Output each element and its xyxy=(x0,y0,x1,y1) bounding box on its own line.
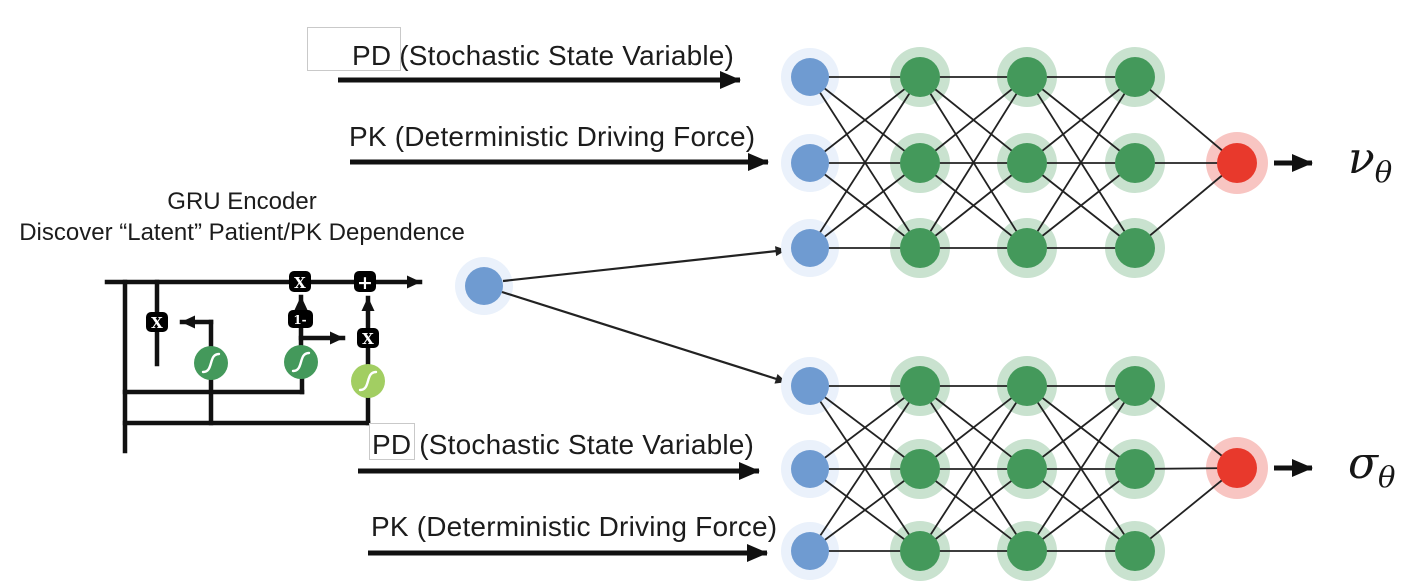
hidden-node xyxy=(900,449,940,489)
hidden-node xyxy=(1115,228,1155,268)
svg-text:X: X xyxy=(151,314,163,332)
hidden-node xyxy=(1115,57,1155,97)
sigmoid-activation-icon xyxy=(194,346,228,380)
latent-to-top-net-line xyxy=(502,246,787,283)
net-edge xyxy=(1134,467,1238,552)
net-edge xyxy=(919,385,1028,552)
input-node xyxy=(791,229,829,267)
net-edge xyxy=(1026,162,1136,249)
gru-latent-node xyxy=(455,257,513,315)
net-edge xyxy=(1026,76,1136,249)
pk-bottom-label: PK (Deterministic Driving Force) xyxy=(371,511,778,542)
net-edge xyxy=(919,76,1028,164)
svg-text:X: X xyxy=(362,330,374,348)
hidden-node xyxy=(1007,143,1047,183)
output-node xyxy=(1217,448,1257,488)
gru-add-gate-icon: + xyxy=(354,271,376,294)
net-edge xyxy=(1026,385,1136,552)
input-node xyxy=(791,532,829,570)
hidden-node xyxy=(900,531,940,571)
output-sigma-theta-label: σθ xyxy=(1348,438,1396,494)
network-top xyxy=(781,47,1268,278)
pd-bottom-label: PD (Stochastic State Variable) xyxy=(372,429,755,460)
hidden-node xyxy=(1115,366,1155,406)
node-cores xyxy=(791,366,1257,571)
net-edge xyxy=(919,385,1028,470)
input-node xyxy=(791,144,829,182)
gru-encoder-title: GRU Encoder Discover “Latent” Patient/PK… xyxy=(8,186,476,248)
net-edge xyxy=(919,76,1028,249)
gru-title-line1: GRU Encoder xyxy=(167,188,317,215)
tanh-activation-icon xyxy=(351,364,385,398)
hidden-node xyxy=(900,143,940,183)
input-node xyxy=(791,367,829,405)
gru-cell xyxy=(104,275,423,454)
net-edge xyxy=(809,385,921,470)
output-nu-theta-label: νθ xyxy=(1348,133,1393,189)
net-edge xyxy=(1134,385,1238,469)
hidden-node xyxy=(1007,531,1047,571)
hidden-node xyxy=(900,366,940,406)
gru-update-multiply-gate-icon: X xyxy=(289,271,311,292)
hidden-node xyxy=(1115,449,1155,489)
hidden-node xyxy=(900,57,940,97)
hidden-node xyxy=(900,228,940,268)
latent-to-bottom-net-line xyxy=(501,290,787,384)
sigmoid-activation-icon xyxy=(284,345,318,379)
input-arrows xyxy=(338,71,1313,562)
hidden-node xyxy=(1007,57,1047,97)
net-edge xyxy=(809,76,921,249)
node-cores xyxy=(791,57,1257,268)
output-node xyxy=(1217,143,1257,183)
network-bottom xyxy=(781,356,1268,581)
net-edge xyxy=(1026,468,1136,552)
pd-top-textbox xyxy=(307,27,401,71)
latent-connectors xyxy=(501,246,787,384)
svg-text:1-: 1- xyxy=(293,313,306,327)
hidden-node xyxy=(1115,531,1155,571)
gru-candidate-multiply-gate-icon: X xyxy=(357,328,379,348)
hidden-node xyxy=(1007,366,1047,406)
gru-one-minus-gate-icon: 1- xyxy=(288,310,313,328)
net-edge xyxy=(809,76,921,164)
hidden-node xyxy=(1007,449,1047,489)
gru-activations xyxy=(194,345,385,398)
net-edge xyxy=(919,468,1028,552)
net-edge xyxy=(919,162,1028,249)
input-node xyxy=(791,450,829,488)
pd-top-label: PD (Stochastic State Variable) xyxy=(352,40,735,71)
svg-text:X: X xyxy=(294,274,306,292)
net-edge xyxy=(809,162,921,249)
net-edge xyxy=(1134,162,1238,249)
net-edge xyxy=(1134,76,1238,164)
gru-title-line2: Discover “Latent” Patient/PK Dependence xyxy=(19,219,465,246)
pk-top-label: PK (Deterministic Driving Force) xyxy=(349,121,756,152)
gru-reset-multiply-gate-icon: X xyxy=(146,312,168,332)
gru-gates: X + X 1- X xyxy=(146,271,379,348)
net-edge xyxy=(809,385,921,552)
pd-bottom-textbox xyxy=(369,423,415,460)
input-node xyxy=(791,58,829,96)
hidden-node xyxy=(1115,143,1155,183)
net-edge xyxy=(1026,385,1136,470)
svg-text:+: + xyxy=(357,272,373,294)
hidden-node xyxy=(1007,228,1047,268)
net-edge xyxy=(809,468,921,552)
net-edge xyxy=(1026,76,1136,164)
